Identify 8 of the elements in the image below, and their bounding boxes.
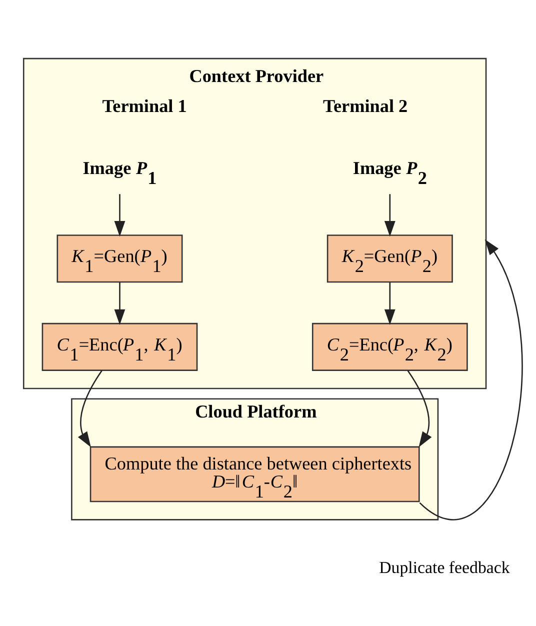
arrow [78,370,102,448]
edge-label: Duplicate feedback [379,558,510,578]
arrow [384,282,396,325]
arrow [114,194,126,237]
arrow [114,282,126,325]
arrow [407,370,432,448]
arrow [419,239,523,520]
arrow [384,194,396,237]
